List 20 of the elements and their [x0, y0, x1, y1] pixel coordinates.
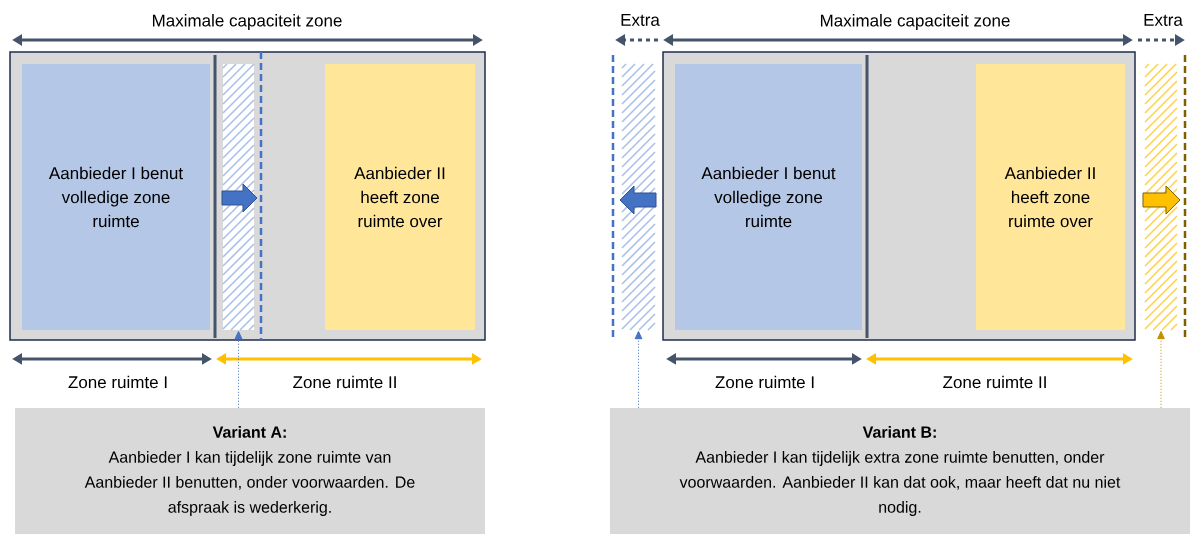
note-box: Variant B: Aanbieder I kan tijdelijk extra zone ruimte benutten, onder voorwaarden. Aanbieder II kan dat ook, maar heeft dat nu niet nodig.	[610, 408, 1190, 534]
hatched-area	[1144, 63, 1178, 331]
dimension-label: Zone ruimte II	[943, 375, 1046, 389]
hatched-area	[621, 63, 656, 331]
provider-zone: Aanbieder I benut volledige zone ruimte	[675, 64, 862, 330]
dimension-label: Zone ruimte II	[293, 375, 396, 389]
note-box: Variant A: Aanbieder I kan tijdelijk zone ruimte van Aanbieder II benutten, onder voorwaarden. De afspraak is wederkerig.	[15, 408, 485, 534]
dimension-label: Zone ruimte I	[68, 375, 167, 389]
dimension-label: Zone ruimte I	[715, 375, 814, 389]
leader-line	[234, 330, 243, 409]
dimension-label: Maximale capaciteit zone	[820, 14, 1010, 30]
dimension-label: Extra	[1144, 14, 1183, 26]
hatched-area	[222, 63, 255, 331]
leader-line	[1157, 330, 1165, 409]
provider-zone: Aanbieder II heeft zone ruimte over	[325, 64, 475, 330]
leader-line	[634, 330, 643, 409]
provider-zone: Aanbieder II heeft zone ruimte over	[976, 64, 1125, 330]
dimension-label: Extra	[621, 14, 660, 26]
provider-zone: Aanbieder I benut volledige zone ruimte	[22, 64, 210, 330]
dimension-label: Maximale capaciteit zone	[152, 14, 342, 30]
